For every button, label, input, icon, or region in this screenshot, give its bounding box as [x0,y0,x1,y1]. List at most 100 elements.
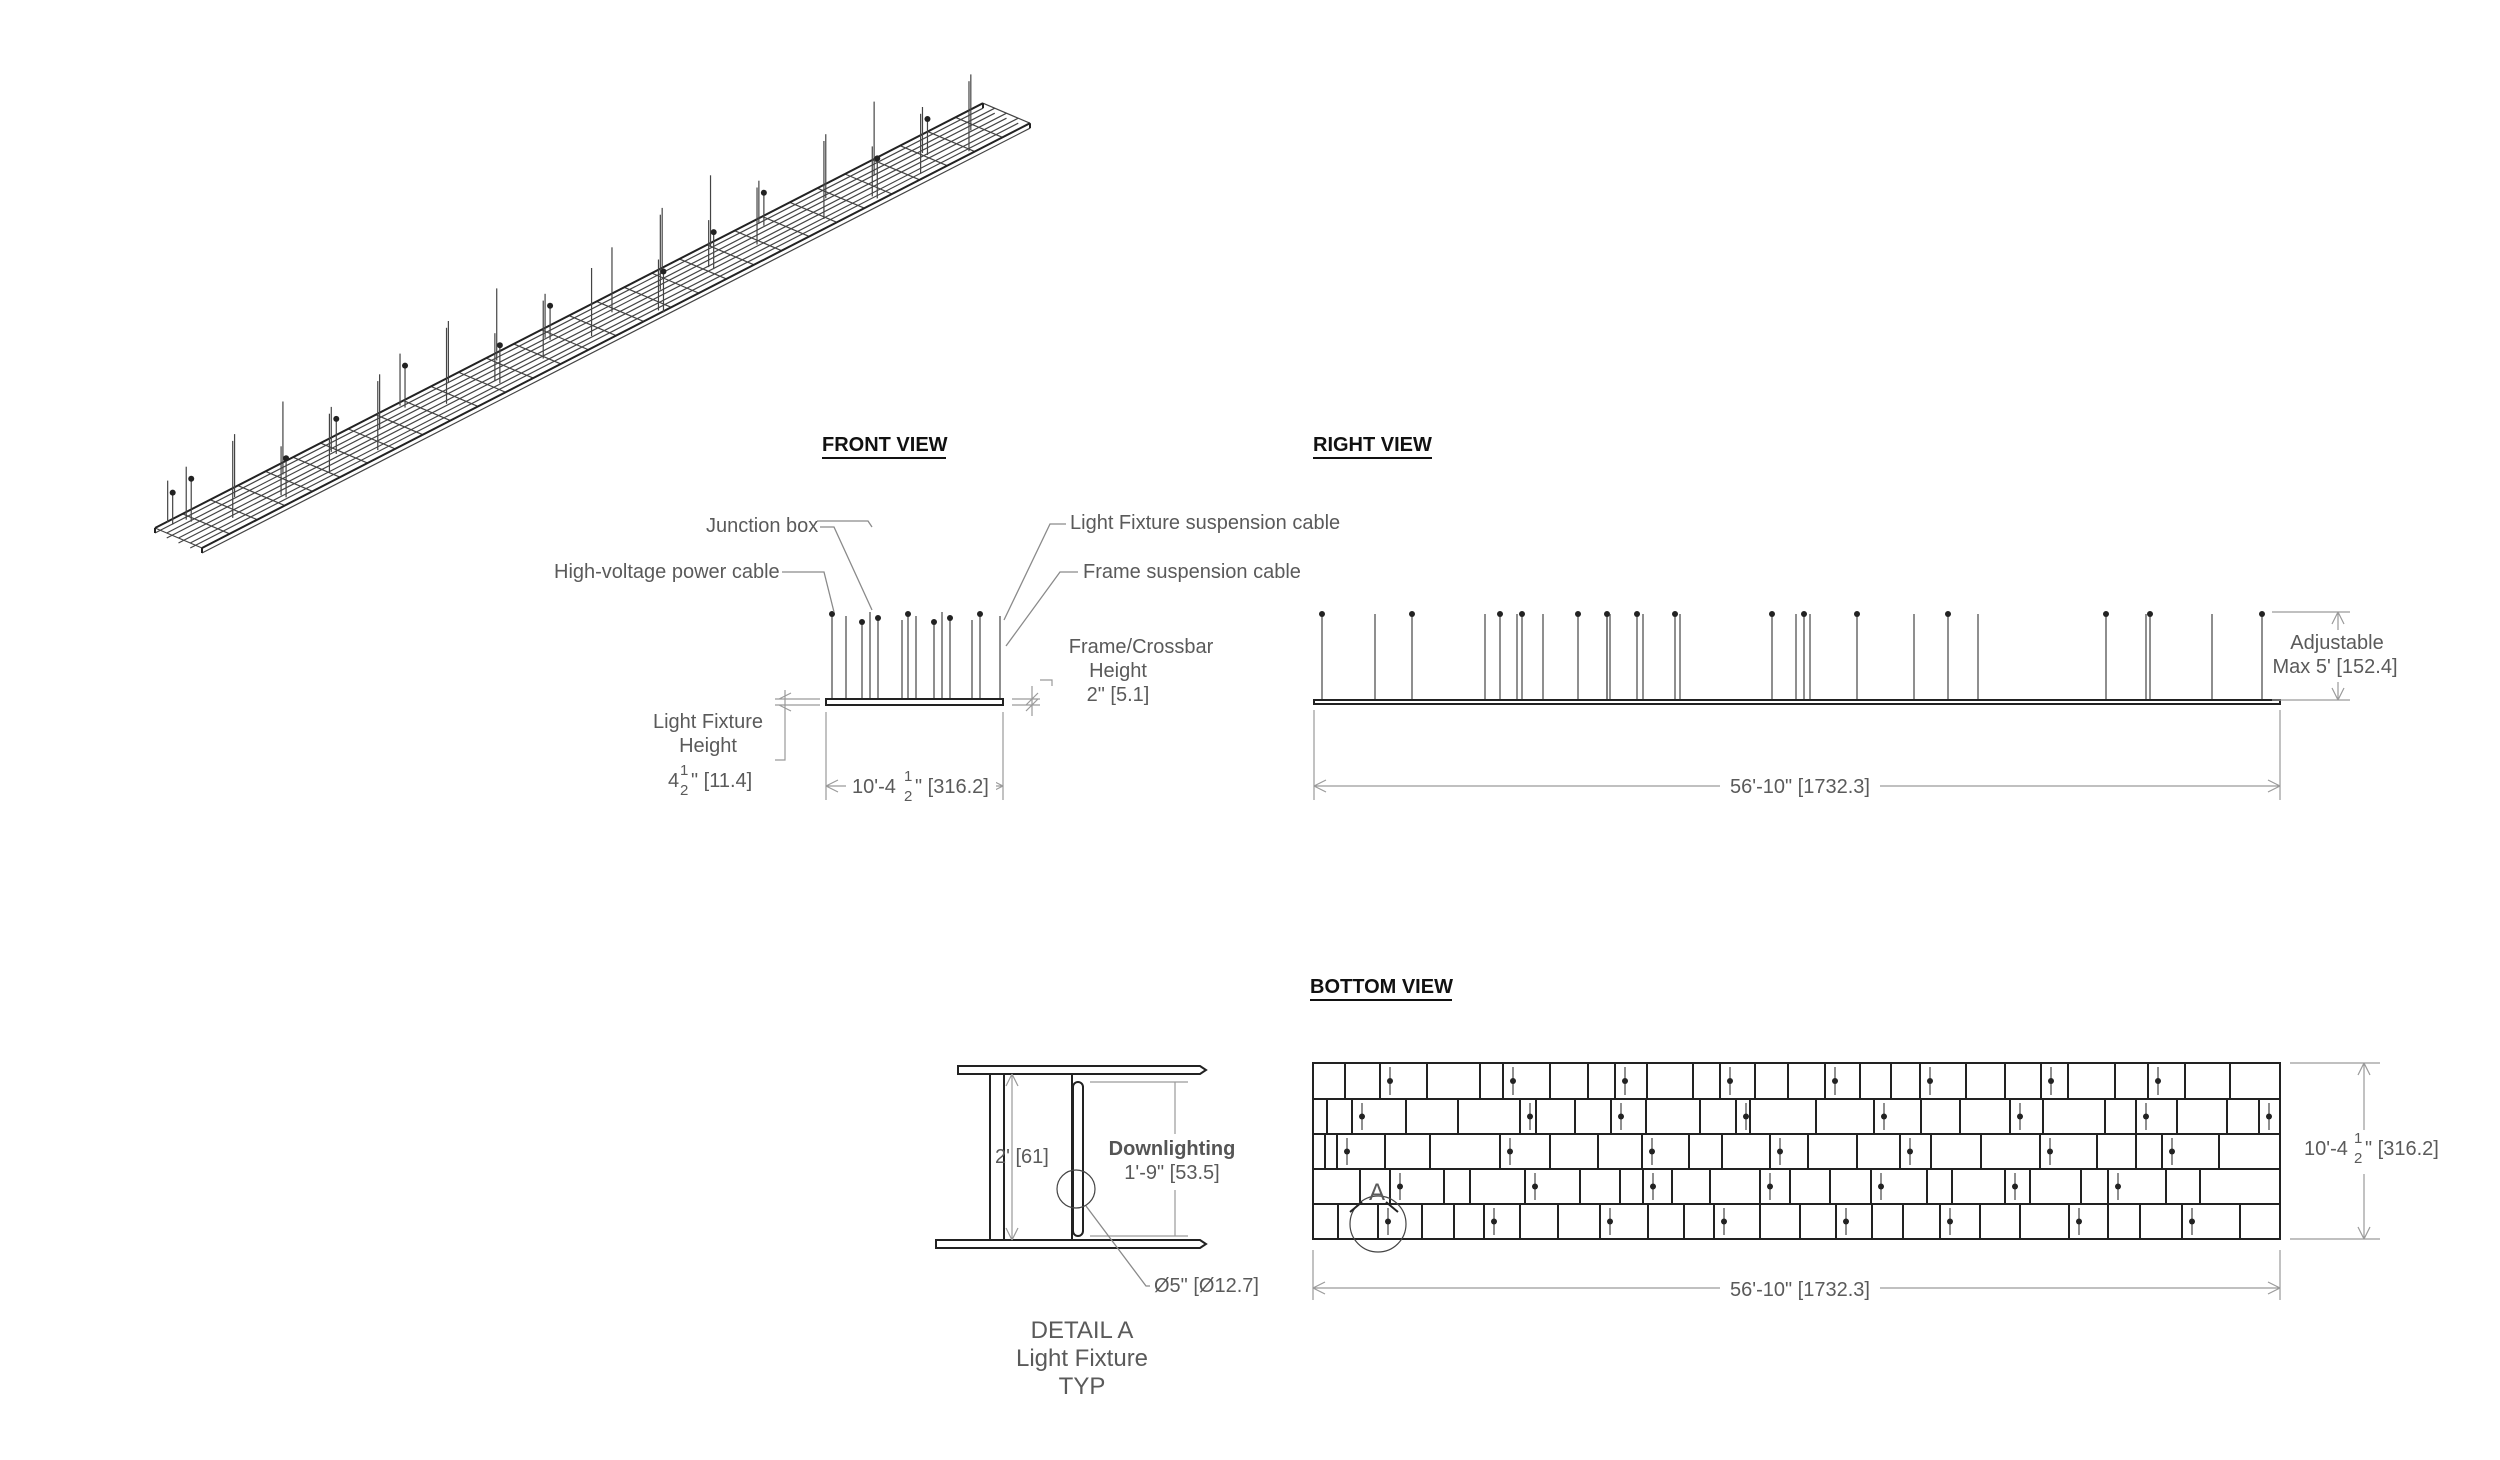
bottom-fixture-dot [1878,1183,1884,1190]
bottom-fixture-dot [2017,1113,2023,1120]
bottom-fixture-dot [1491,1218,1497,1225]
bottom-fixture-dot [1767,1183,1773,1190]
right-view-title: RIGHT VIEW [1313,434,1432,456]
right-view: RIGHT VIEW 56'-10" [1732.3] Adjustable M… [1313,434,2402,802]
iso-junction-box [874,155,881,162]
fixture-height-frac-num: 1 [680,762,688,779]
right-junction-box [1604,611,1610,617]
front-junction-box [859,619,865,625]
detail-diameter-leader [1085,1205,1150,1287]
bottom-fixture-dot [1907,1148,1913,1155]
bottom-fixture-dot [1527,1113,1533,1120]
fixture-height-label-1: Light Fixture [653,711,763,733]
iso-junction-box [402,362,409,369]
iso-rail [201,122,1031,549]
front-width-value: " [316.2] [915,776,989,798]
adjustable-mask [2272,630,2402,682]
bottom-width-whole: 10'-4 [2304,1138,2348,1160]
iso-rail-lower [201,127,1031,554]
bottom-fixture-dot [1649,1148,1655,1155]
frame-height-label-2: Height [1089,660,1147,682]
detail-a-arrows [1349,1201,1399,1213]
right-junction-box [1672,611,1678,617]
power-cable-label: High-voltage power cable [554,561,780,583]
detail-title-2: Light Fixture [1016,1345,1148,1372]
bottom-fixture-dot [2115,1183,2121,1190]
right-junction-box [1409,611,1415,617]
bottom-view: BOTTOM VIEW A 56'-10" [1732.3] 10'-4 1 2… [1310,976,2439,1304]
frame-height-dimension [1012,679,1053,716]
detail-bottom-plate [935,1239,1208,1249]
downlighting-value: 1'-9" [53.5] [1124,1162,1219,1184]
fixture-height-label-2: Height [679,735,737,757]
bottom-view-grid [1313,1063,2280,1239]
front-junction-box [947,615,953,621]
bottom-fixture-dot [2047,1148,2053,1155]
front-view: FRONT VIEW Junction box High-voltage pow… [554,434,1340,805]
iso-rail [178,112,1007,539]
bottom-fixture-dot [1607,1218,1613,1225]
iso-rail [166,107,996,534]
iso-junction-box [547,302,554,309]
front-width-frac-num: 1 [904,768,912,785]
iso-junction-box [169,489,176,496]
bottom-fixture-dot [1727,1078,1733,1084]
junction-box-label: Junction box [706,515,818,537]
fixture-height-dimension [775,690,820,761]
iso-junction-box [283,455,290,462]
fixture-cable-label: Light Fixture suspension cable [1070,512,1340,534]
fixture-height-whole: 4 [668,770,679,792]
front-view-cables [829,611,1001,699]
front-junction-box [977,611,983,617]
detail-downlight-mask [1108,1134,1248,1190]
junction-box-leader-2 [820,526,873,611]
bottom-fixture-dot [1622,1078,1628,1084]
front-view-frame [825,698,1004,706]
front-width-mask [846,770,996,804]
right-junction-box [1319,611,1325,617]
bottom-fixture-dot [1510,1078,1516,1084]
detail-fixture [1072,1081,1084,1237]
bottom-fixture-dot [1927,1078,1933,1084]
bottom-fixture-dot [2012,1183,2018,1190]
right-junction-box [1945,611,1951,617]
frame-height-label-1: Frame/Crossbar [1069,636,1214,658]
iso-junction-box [660,268,667,275]
bottom-fixture-dot [1743,1113,1749,1120]
bottom-fixture-dot [1881,1113,1887,1120]
bottom-fixture-dot [2143,1113,2149,1120]
bottom-fixture-dot [1947,1218,1953,1225]
detail-top-plate [957,1065,1208,1075]
bottom-width-frac-num: 1 [2354,1130,2362,1147]
fixture-height-frac-den: 2 [680,782,688,799]
bottom-fixture-dot [1843,1218,1849,1225]
bottom-fixture-dot [2189,1218,2195,1225]
front-junction-box [875,615,881,621]
bottom-length-label: 56'-10" [1732.3] [1730,1279,1870,1301]
bottom-fixture-dot [1650,1183,1656,1190]
right-junction-box [2147,611,2153,617]
right-view-cables [1319,611,2265,701]
front-view-title: FRONT VIEW [822,434,948,456]
bottom-fixture-dot [2155,1078,2161,1084]
bottom-view-title: BOTTOM VIEW [1310,976,1453,998]
right-junction-box [1801,611,1807,617]
right-junction-box [1769,611,1775,617]
bottom-fixture-dot [1832,1078,1838,1084]
bottom-length-mask [1720,1272,1880,1304]
right-junction-box [1497,611,1503,617]
right-junction-box [2259,611,2265,617]
bottom-fixture-dot [1721,1218,1727,1225]
bottom-fixture-dot [2048,1078,2054,1084]
detail-a: 2' [61] Downlighting 1'-9" [53.5] Ø5" [Ø… [935,1065,1259,1400]
bottom-fixture-dot [2076,1218,2082,1225]
bottom-fixture-dot [1385,1218,1391,1225]
front-junction-box [829,611,835,617]
iso-junction-box [924,116,931,122]
adjustable-value: Max 5' [152.4] [2273,656,2398,678]
right-junction-box [1854,611,1860,617]
iso-junction-box [496,342,503,349]
iso-rail-lower [154,107,984,534]
front-width-frac-den: 2 [904,788,912,805]
bottom-width-value: " [316.2] [2365,1138,2439,1160]
